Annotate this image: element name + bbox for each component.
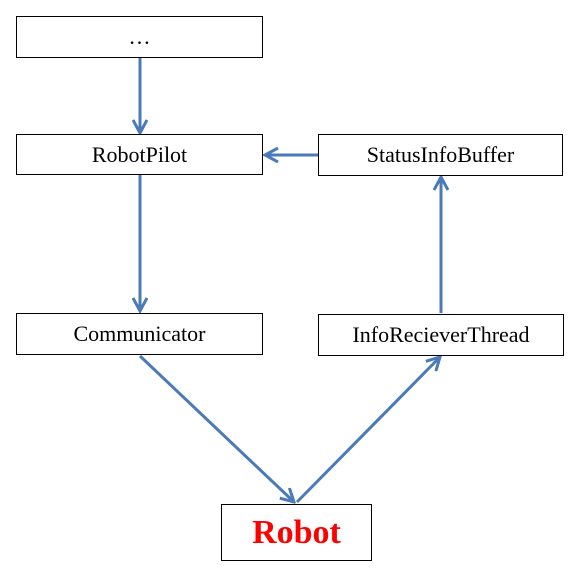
node-robot-label: Robot [252,513,341,551]
node-inforecieverthread: InfoRecieverThread [318,314,564,356]
node-robotpilot: RobotPilot [16,134,263,175]
node-communicator-label: Communicator [73,321,206,346]
node-top-label: … [128,24,151,49]
node-statusinfobuffer-label: StatusInfoBuffer [366,142,515,167]
node-robot: Robot [221,504,372,561]
arrow-robot-to-inforecieverthread [295,357,440,504]
node-robotpilot-label: RobotPilot [91,141,188,167]
node-inforecieverthread-label: InfoRecieverThread [352,322,530,347]
arrow-communicator-to-robot [138,354,294,502]
node-communicator: Communicator [16,313,263,355]
node-statusinfobuffer: StatusInfoBuffer [318,134,563,176]
node-top: … [16,16,263,58]
